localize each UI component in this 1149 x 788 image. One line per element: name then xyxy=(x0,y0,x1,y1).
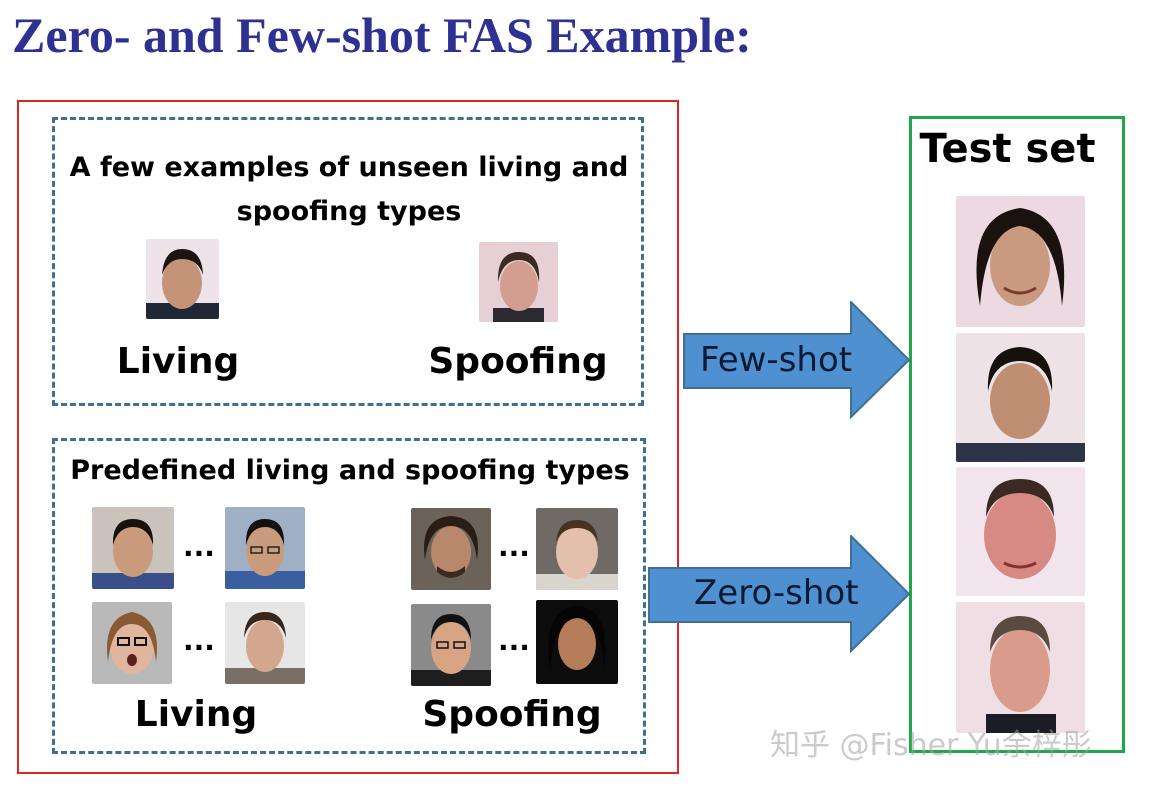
watermark: 知乎 @Fisher Yu余梓彤 xyxy=(770,728,1092,763)
zero-shot-label: Zero-shot xyxy=(694,573,859,613)
face-photo-spoofing-example xyxy=(479,242,558,322)
page-title: Zero- and Few-shot FAS Example: xyxy=(12,7,752,63)
face-photo-living-4 xyxy=(225,602,305,684)
face-photo-test-3 xyxy=(956,467,1085,596)
face-photo-test-1 xyxy=(956,196,1085,327)
few-shot-arrow xyxy=(683,301,911,419)
face-photo-spoofing-4 xyxy=(536,600,618,684)
spoofing-label-top: Spoofing xyxy=(428,341,608,382)
ellipsis-living-2: ... xyxy=(183,624,215,657)
ellipsis-spoofing-1: ... xyxy=(498,530,530,563)
face-photo-test-2 xyxy=(956,333,1085,462)
few-shot-examples-box xyxy=(52,117,644,406)
face-photo-living-3 xyxy=(92,602,172,684)
training-sets-frame xyxy=(17,100,679,774)
living-label-bottom: Living xyxy=(134,694,258,735)
predefined-types-box xyxy=(52,438,646,754)
face-photo-living-2 xyxy=(225,507,305,589)
zero-shot-arrow xyxy=(648,535,911,653)
face-photo-test-4 xyxy=(956,602,1085,733)
predefined-heading: Predefined living and spoofing types xyxy=(70,455,630,486)
ellipsis-spoofing-2: ... xyxy=(498,624,530,657)
test-set-title: Test set xyxy=(919,126,1096,172)
face-photo-spoofing-2 xyxy=(536,508,618,590)
ellipsis-living-1: ... xyxy=(183,530,215,563)
spoofing-label-bottom: Spoofing xyxy=(422,694,602,735)
few-shot-heading: A few examples of unseen living and spoo… xyxy=(69,152,629,227)
face-photo-spoofing-1 xyxy=(411,508,491,590)
face-photo-living-1 xyxy=(92,507,174,589)
face-photo-living-example xyxy=(146,239,219,319)
face-photo-spoofing-3 xyxy=(411,604,491,686)
living-label-top: Living xyxy=(116,341,240,382)
few-shot-label: Few-shot xyxy=(700,340,853,380)
test-set-frame xyxy=(909,116,1125,753)
